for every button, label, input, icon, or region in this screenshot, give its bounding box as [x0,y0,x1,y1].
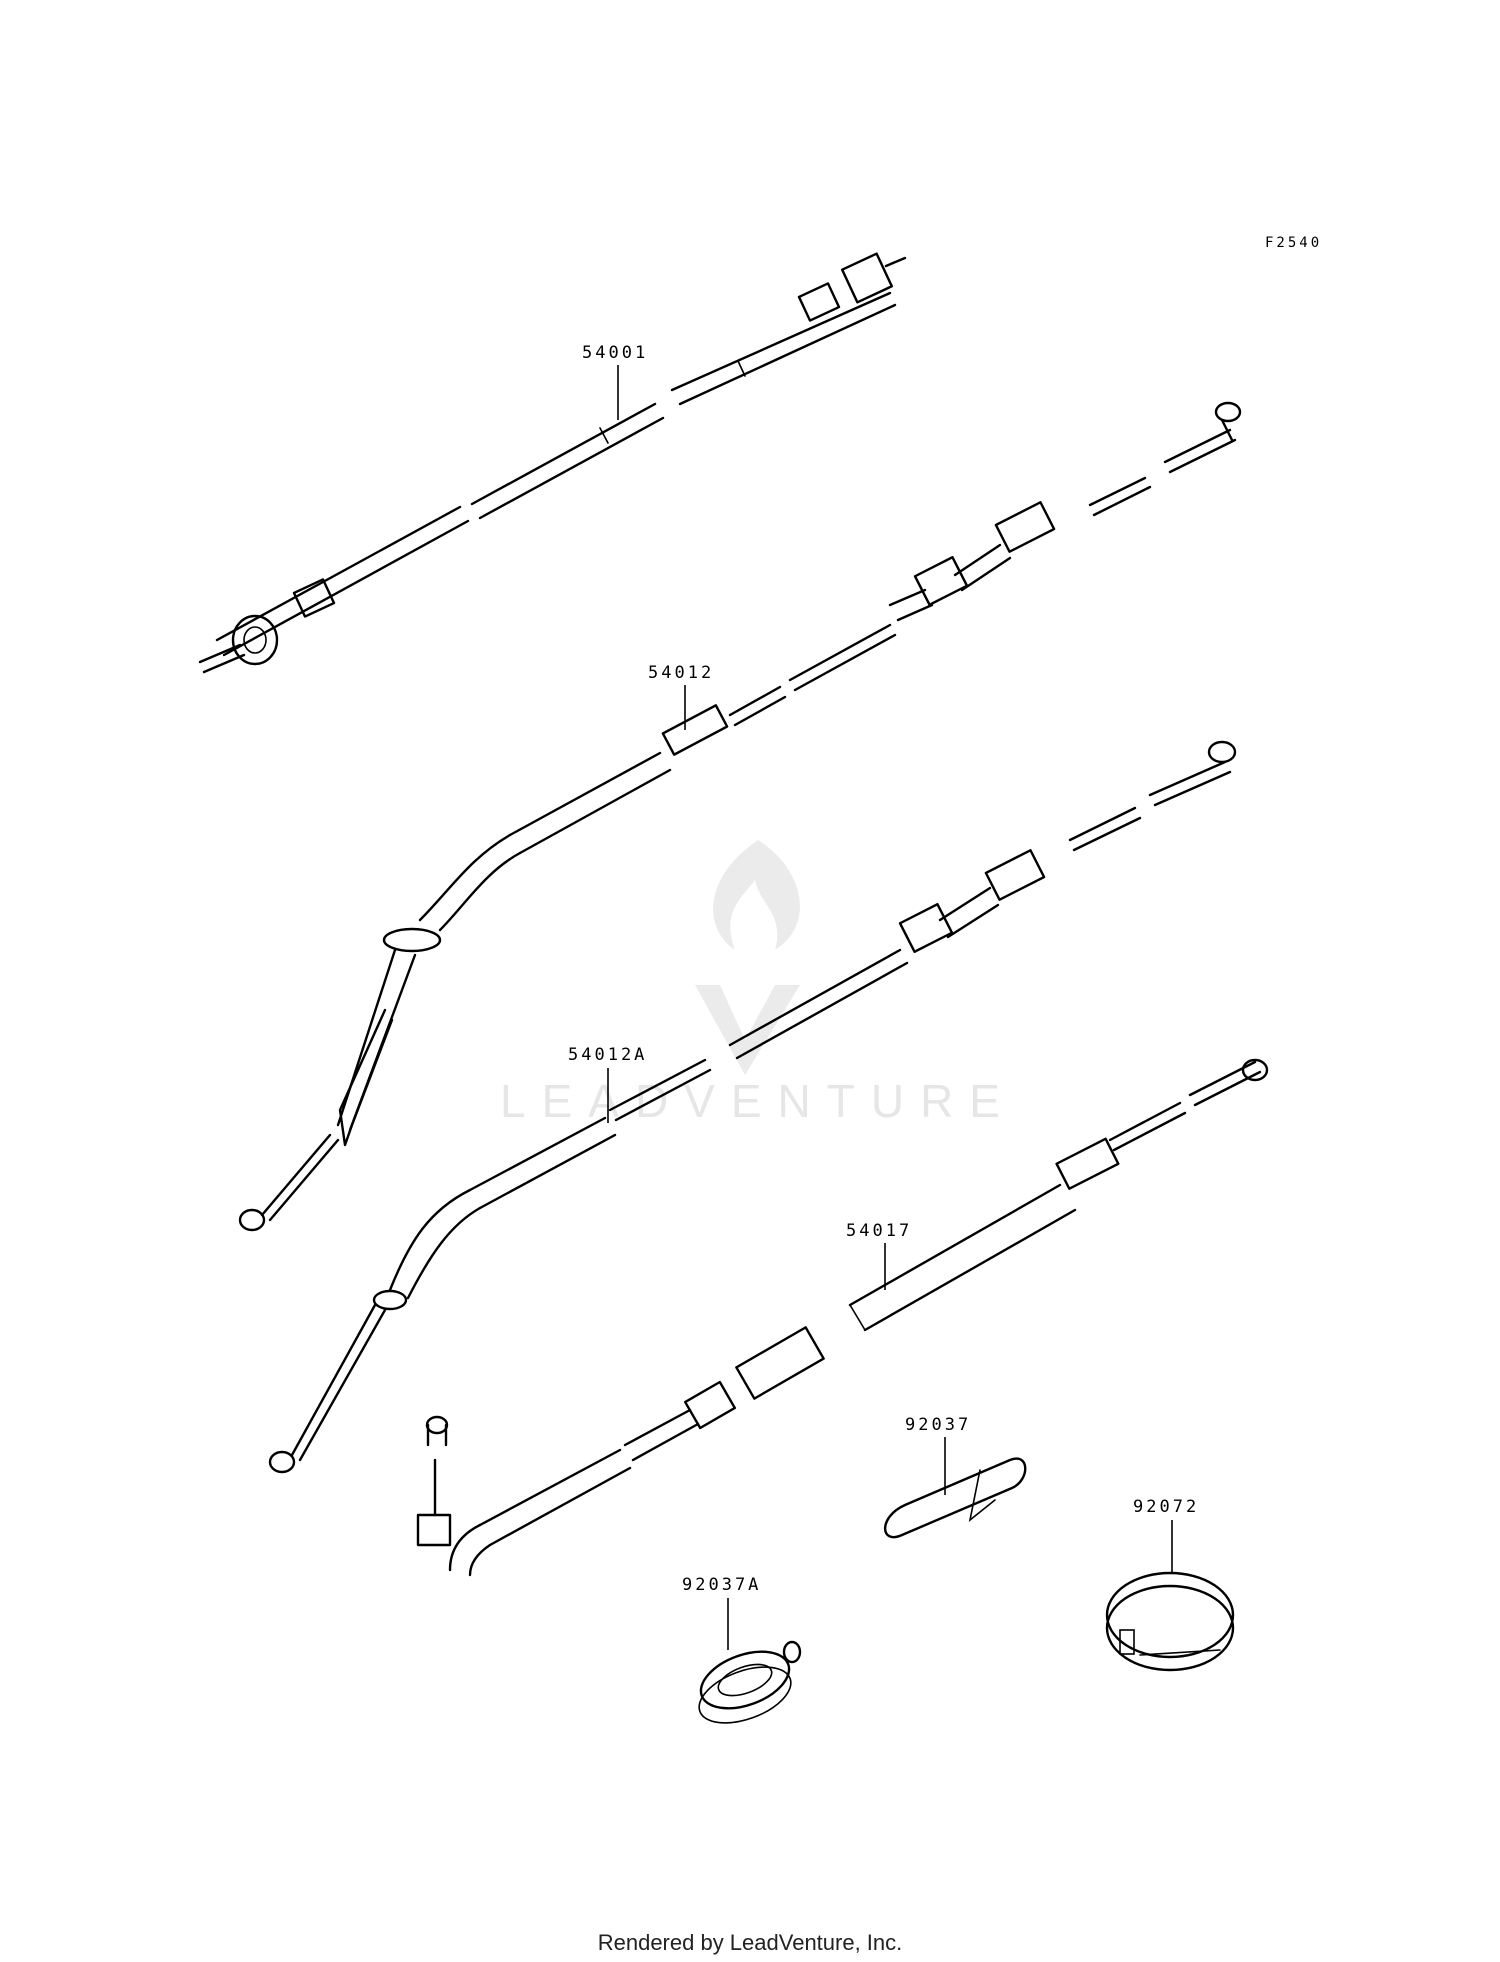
part-label-92037[interactable]: 92037 [905,1415,971,1435]
part-label-92037a[interactable]: 92037A [682,1575,761,1595]
footer-credit: Rendered by LeadVenture, Inc. [597,1930,903,1955]
speedometer-cable[interactable] [198,252,907,674]
leadventure-watermark: LEADVENTURE [500,840,1016,1127]
v-logo-icon [695,985,800,1075]
watermark-text: LEADVENTURE [500,1075,1016,1127]
band-92072[interactable] [1105,1571,1235,1672]
part-label-54012a[interactable]: 54012A [568,1045,647,1065]
clamp-92037a[interactable] [692,1640,802,1734]
clutch-cable[interactable] [238,401,1242,1232]
part-label-92072[interactable]: 92072 [1133,1497,1199,1517]
figure-code: F2540 [1265,235,1322,251]
choke-cable[interactable] [416,1058,1269,1577]
flame-logo-icon [713,840,800,950]
part-label-54001[interactable]: 54001 [582,343,648,363]
clutch-cable-a[interactable] [268,740,1237,1474]
part-label-54017[interactable]: 54017 [846,1221,912,1241]
clamp-92037[interactable] [883,1457,1027,1539]
part-label-54012[interactable]: 54012 [648,663,714,683]
